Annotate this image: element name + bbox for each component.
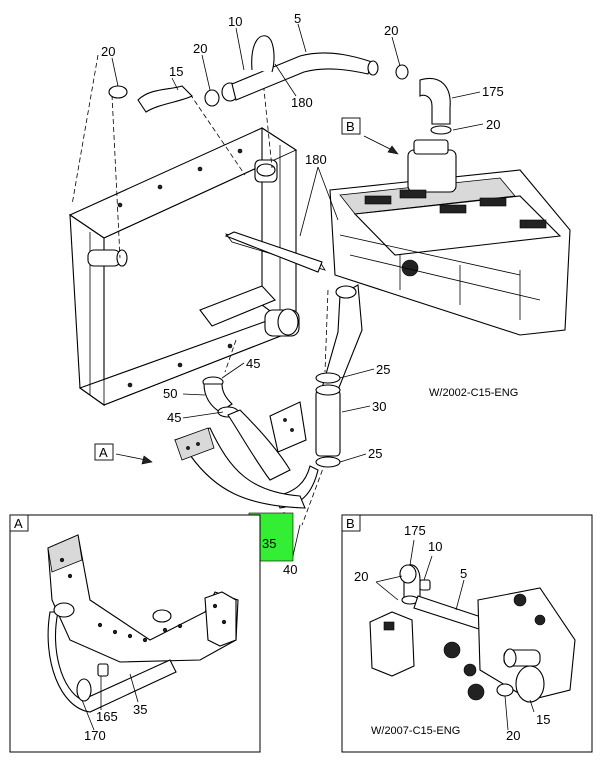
view-label-b[interactable]: B — [341, 117, 361, 135]
inset-a-title: A — [14, 516, 23, 531]
inset-a: A 165 170 35 — [9, 514, 261, 753]
inset-b-callout-20-bottom: 20 — [506, 728, 520, 743]
inset-b-callout-15: 15 — [536, 712, 550, 727]
inset-b-callout-10: 10 — [428, 539, 442, 554]
svg-text:A: A — [99, 445, 108, 460]
inset-b: B 175 10 20 5 15 20 W — [341, 514, 593, 753]
tube-35-main — [173, 401, 307, 509]
caption-inset-b: W/2007-C15-ENG — [371, 725, 460, 737]
inset-a-callout-35: 35 — [133, 702, 147, 717]
callout-20-top-mid: 20 — [193, 41, 207, 56]
callout-5-top: 5 — [294, 11, 301, 26]
callout-15-top: 15 — [169, 64, 183, 79]
callout-45-lower: 45 — [167, 410, 181, 425]
callout-180-mid: 180 — [305, 152, 327, 167]
callout-45-upper: 45 — [246, 356, 260, 371]
caption-main: W/2002-C15-ENG — [429, 387, 518, 399]
svg-text:B: B — [346, 119, 355, 134]
callout-30: 30 — [372, 399, 386, 414]
inset-a-callout-170: 170 — [84, 728, 106, 743]
callout-25-lower: 25 — [368, 446, 382, 461]
inset-b-callout-20-left: 20 — [354, 569, 368, 584]
inset-b-callout-175: 175 — [404, 523, 426, 538]
inset-b-callout-5: 5 — [460, 566, 467, 581]
callout-10-top: 10 — [228, 14, 242, 29]
callout-20-right: 20 — [486, 117, 500, 132]
inset-a-callout-165: 165 — [96, 709, 118, 724]
callout-50: 50 — [163, 386, 177, 401]
view-label-a[interactable]: A — [94, 443, 114, 461]
engine-assembly — [321, 139, 571, 391]
inset-b-title: B — [346, 516, 355, 531]
callout-40: 40 — [283, 562, 297, 577]
callout-20-top-left: 20 — [101, 44, 115, 59]
callout-180-top: 180 — [291, 95, 313, 110]
radiator-assembly — [68, 126, 326, 407]
top-hose-group — [108, 35, 452, 273]
callout-35-highlight[interactable]: 35 — [262, 536, 276, 551]
callout-175-top: 175 — [482, 84, 504, 99]
callout-20-top-right: 20 — [384, 23, 398, 38]
callout-25-upper: 25 — [376, 362, 390, 377]
